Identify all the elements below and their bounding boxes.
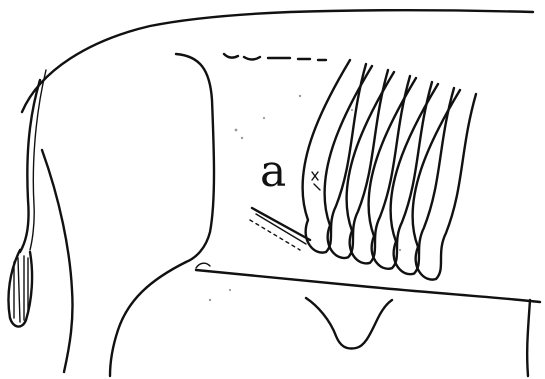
rib-3 — [347, 72, 410, 263]
rear-leg-outline — [42, 150, 73, 372]
rib-5 — [391, 84, 454, 274]
region-label-a: a — [260, 146, 286, 197]
udder — [306, 298, 392, 349]
rib-group — [303, 60, 476, 280]
rib-6 — [413, 90, 476, 280]
belly-line — [196, 270, 540, 302]
flank-fold — [196, 263, 210, 268]
rib-4 — [369, 78, 432, 269]
rear-leg-back — [110, 262, 186, 376]
faint-specks — [209, 95, 401, 301]
rib-1 — [303, 60, 366, 253]
lumbar-dashed-line — [224, 54, 326, 60]
cow-tail — [20, 80, 40, 252]
rib-marker-cross — [312, 172, 320, 190]
rib-2 — [325, 66, 388, 258]
incision-line — [250, 208, 310, 250]
hip-contour — [176, 54, 214, 262]
tail-switch-hair — [14, 256, 28, 322]
fore-leg-outline — [527, 300, 530, 376]
cow-tail-inner — [30, 70, 46, 250]
